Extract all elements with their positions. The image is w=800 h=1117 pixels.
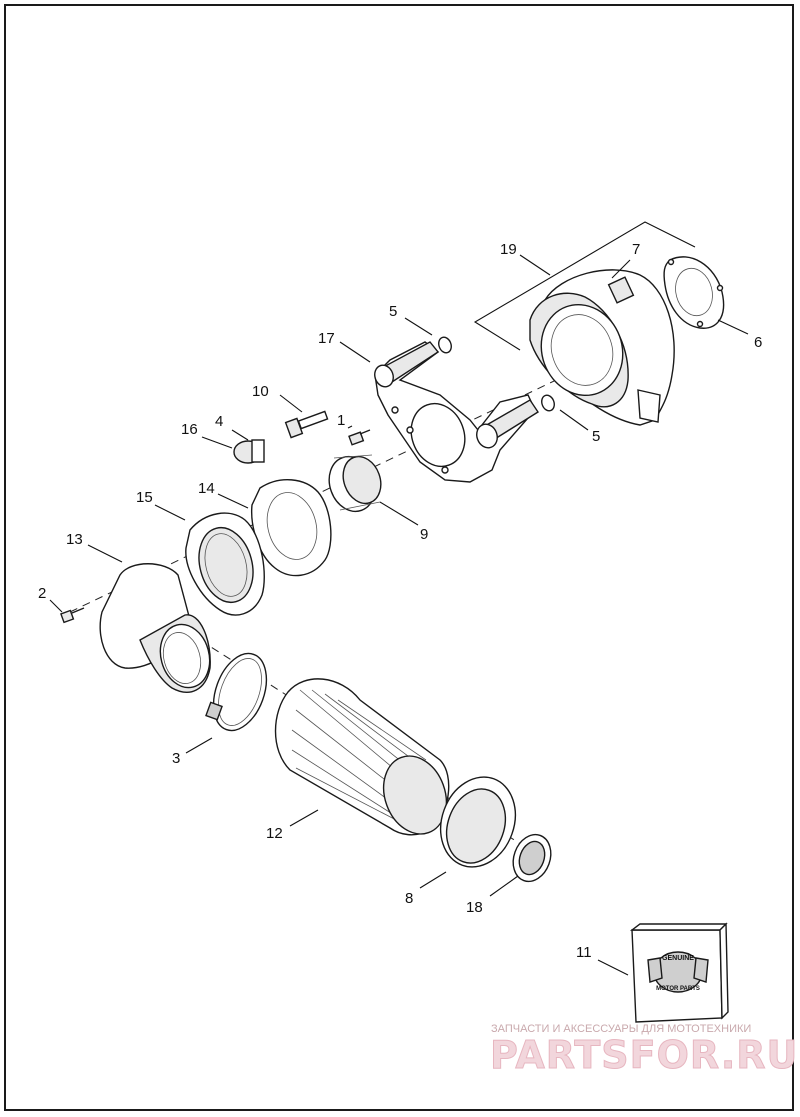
callout-4: 4: [215, 413, 223, 430]
watermark-tagline: ЗАПЧАСТИ И АКСЕССУАРЫ ДЛЯ МОТОТЕХНИКИ: [491, 1023, 751, 1035]
part-screw-2: [60, 607, 85, 624]
part-genuine-parts-box: GENUINE MOTOR PARTS: [629, 922, 729, 1023]
part-plug: [233, 439, 265, 464]
callout-7: 7: [632, 241, 640, 258]
callout-1: 1: [337, 412, 345, 429]
callout-17: 17: [318, 330, 335, 347]
callout-13: 13: [66, 531, 83, 548]
part-o-ring-upper: [438, 336, 452, 354]
part-screw-1: [348, 429, 371, 446]
part-breather-bracket: [374, 341, 539, 483]
part-filter-end-cap: [439, 776, 517, 868]
callout-14: 14: [198, 480, 215, 497]
part-breather-bolt: [284, 410, 329, 439]
callout-3: 3: [172, 750, 180, 767]
callout-11: 11: [576, 944, 592, 961]
part-mounting-plate: [185, 512, 265, 616]
part-clamp-ring: [328, 454, 382, 513]
part-o-ring-lower: [541, 394, 555, 412]
part-gasket: [663, 256, 725, 329]
callout-5-upper: 5: [389, 303, 397, 320]
logo-text-top: GENUINE: [662, 955, 694, 962]
callout-8: 8: [405, 890, 413, 907]
callout-16: 16: [181, 421, 198, 438]
part-cone-filter: [274, 678, 450, 836]
watermark-brand: PARTSFOR.RU: [490, 1033, 798, 1077]
leader-lines: [49, 254, 749, 976]
callout-15: 15: [136, 489, 153, 506]
callout-12: 12: [266, 825, 283, 842]
callout-5-lower: 5: [592, 428, 600, 445]
callout-19: 19: [500, 241, 517, 258]
part-hose-clamp: [205, 652, 268, 732]
callout-2: 2: [38, 585, 46, 602]
logo-text-bottom: MOTOR PARTS: [656, 986, 700, 992]
part-backplate-housing: [529, 269, 675, 426]
part-intake-elbow: [99, 563, 211, 693]
callout-10: 10: [252, 383, 269, 400]
callout-6: 6: [754, 334, 762, 351]
callout-9: 9: [420, 526, 428, 543]
part-medallion: [512, 833, 552, 883]
diagram-border: [4, 4, 794, 1111]
group-bracket-19: [473, 221, 696, 351]
callout-18: 18: [466, 899, 483, 916]
